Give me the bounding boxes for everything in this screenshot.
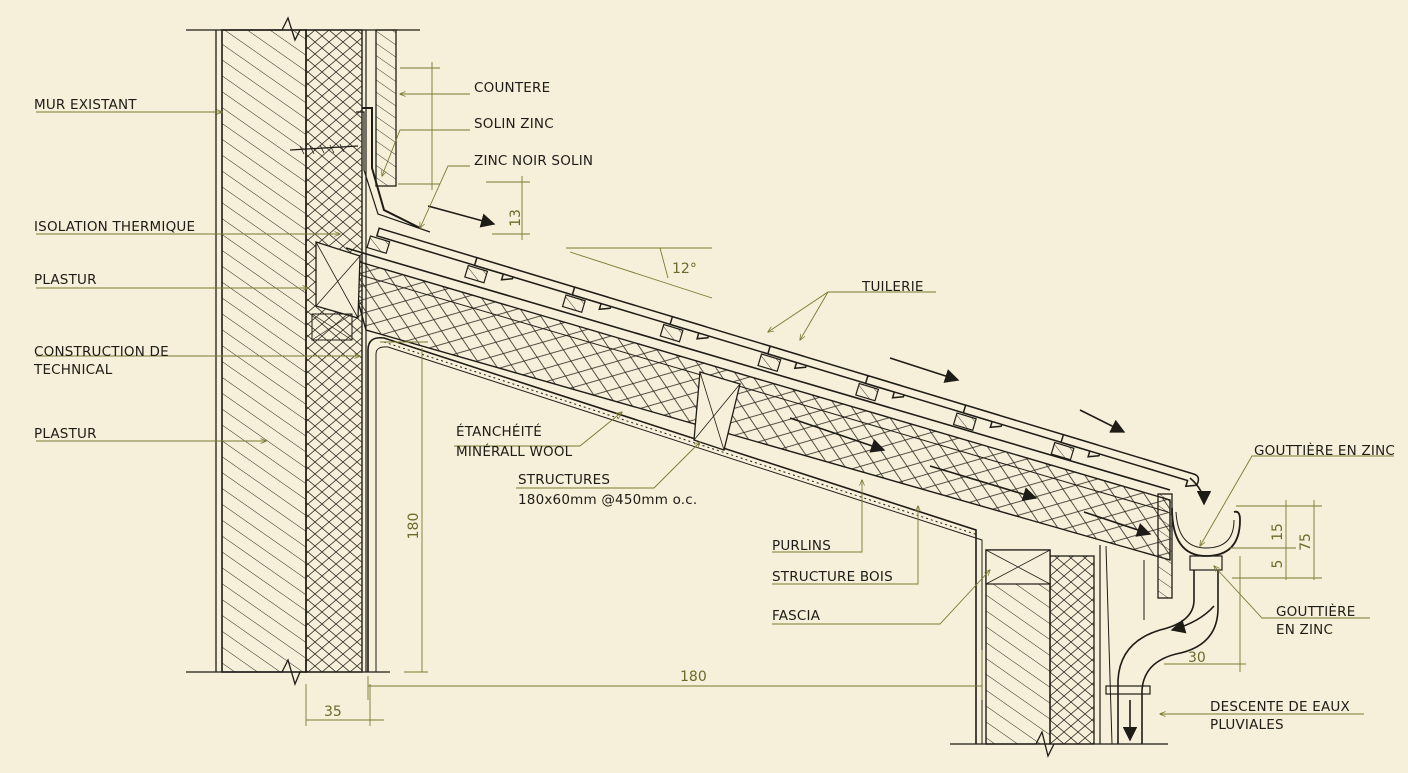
roof-tile [1050, 433, 1200, 488]
dim-angle: 12° [672, 261, 697, 277]
label-structures-line1: STRUCTURES [518, 472, 610, 488]
label-gouttiere-lower-line2: EN ZINC [1276, 622, 1333, 638]
dim-180-horizontal: 180 [680, 669, 707, 685]
roof-tiles [366, 227, 1200, 488]
ceiling-lining [367, 336, 983, 744]
fascia-gutter [1105, 493, 1241, 745]
label-structure-bois: STRUCTURE BOIS [772, 569, 893, 585]
label-purlins: PURLINS [772, 538, 831, 554]
label-countere: COUNTERE [474, 80, 550, 96]
dimension-labels: 13 12° 180 180 35 15 75 5 30 [324, 209, 1314, 720]
leader-lines [36, 94, 1394, 714]
dim-75: 75 [1298, 533, 1314, 551]
label-gouttiere-upper: GOUTTIÈRE EN ZINC [1254, 442, 1395, 459]
label-plastur-upper: PLASTUR [34, 272, 97, 288]
label-construction-line2: TECHNICAL [33, 362, 113, 378]
label-solin-zinc: SOLIN ZINC [474, 116, 554, 132]
label-construction-line1: CONSTRUCTION DE [34, 344, 169, 360]
right-wall [950, 545, 1168, 758]
label-etancheite-line1: ÉTANCHÉITÉ [456, 423, 542, 440]
counter-flashing [289, 29, 431, 233]
dimension-lines [305, 62, 1322, 726]
label-descente-line1: DESCENTE DE EAUX [1210, 699, 1350, 715]
dim-13: 13 [508, 209, 524, 227]
label-fascia: FASCIA [772, 608, 821, 624]
dim-15: 15 [1270, 523, 1286, 541]
label-plastur-lower: PLASTUR [34, 426, 97, 442]
existing-wall [186, 16, 420, 686]
dim-5: 5 [1270, 560, 1286, 569]
dim-30: 30 [1188, 650, 1206, 666]
label-structures-line2: 180x60mm @450mm o.c. [518, 492, 697, 508]
label-tuilerie: TUILERIE [861, 279, 924, 295]
flow-arrows [427, 205, 1215, 742]
dim-35: 35 [324, 704, 342, 720]
label-mur-existant: MUR EXISTANT [34, 97, 137, 113]
dim-180-vertical: 180 [406, 513, 422, 540]
label-etancheite-line2: MINÉRALL WOOL [456, 443, 573, 460]
label-descente-line2: PLUVIALES [1210, 717, 1284, 733]
callout-labels: MUR EXISTANT ISOLATION THERMIQUE PLASTUR… [33, 80, 1395, 733]
label-zinc-noir-solin: ZINC NOIR SOLIN [474, 153, 593, 169]
label-gouttiere-lower-line1: GOUTTIÈRE [1276, 603, 1355, 620]
label-isolation-thermique: ISOLATION THERMIQUE [34, 219, 195, 235]
rafter-insulation [311, 241, 1171, 561]
